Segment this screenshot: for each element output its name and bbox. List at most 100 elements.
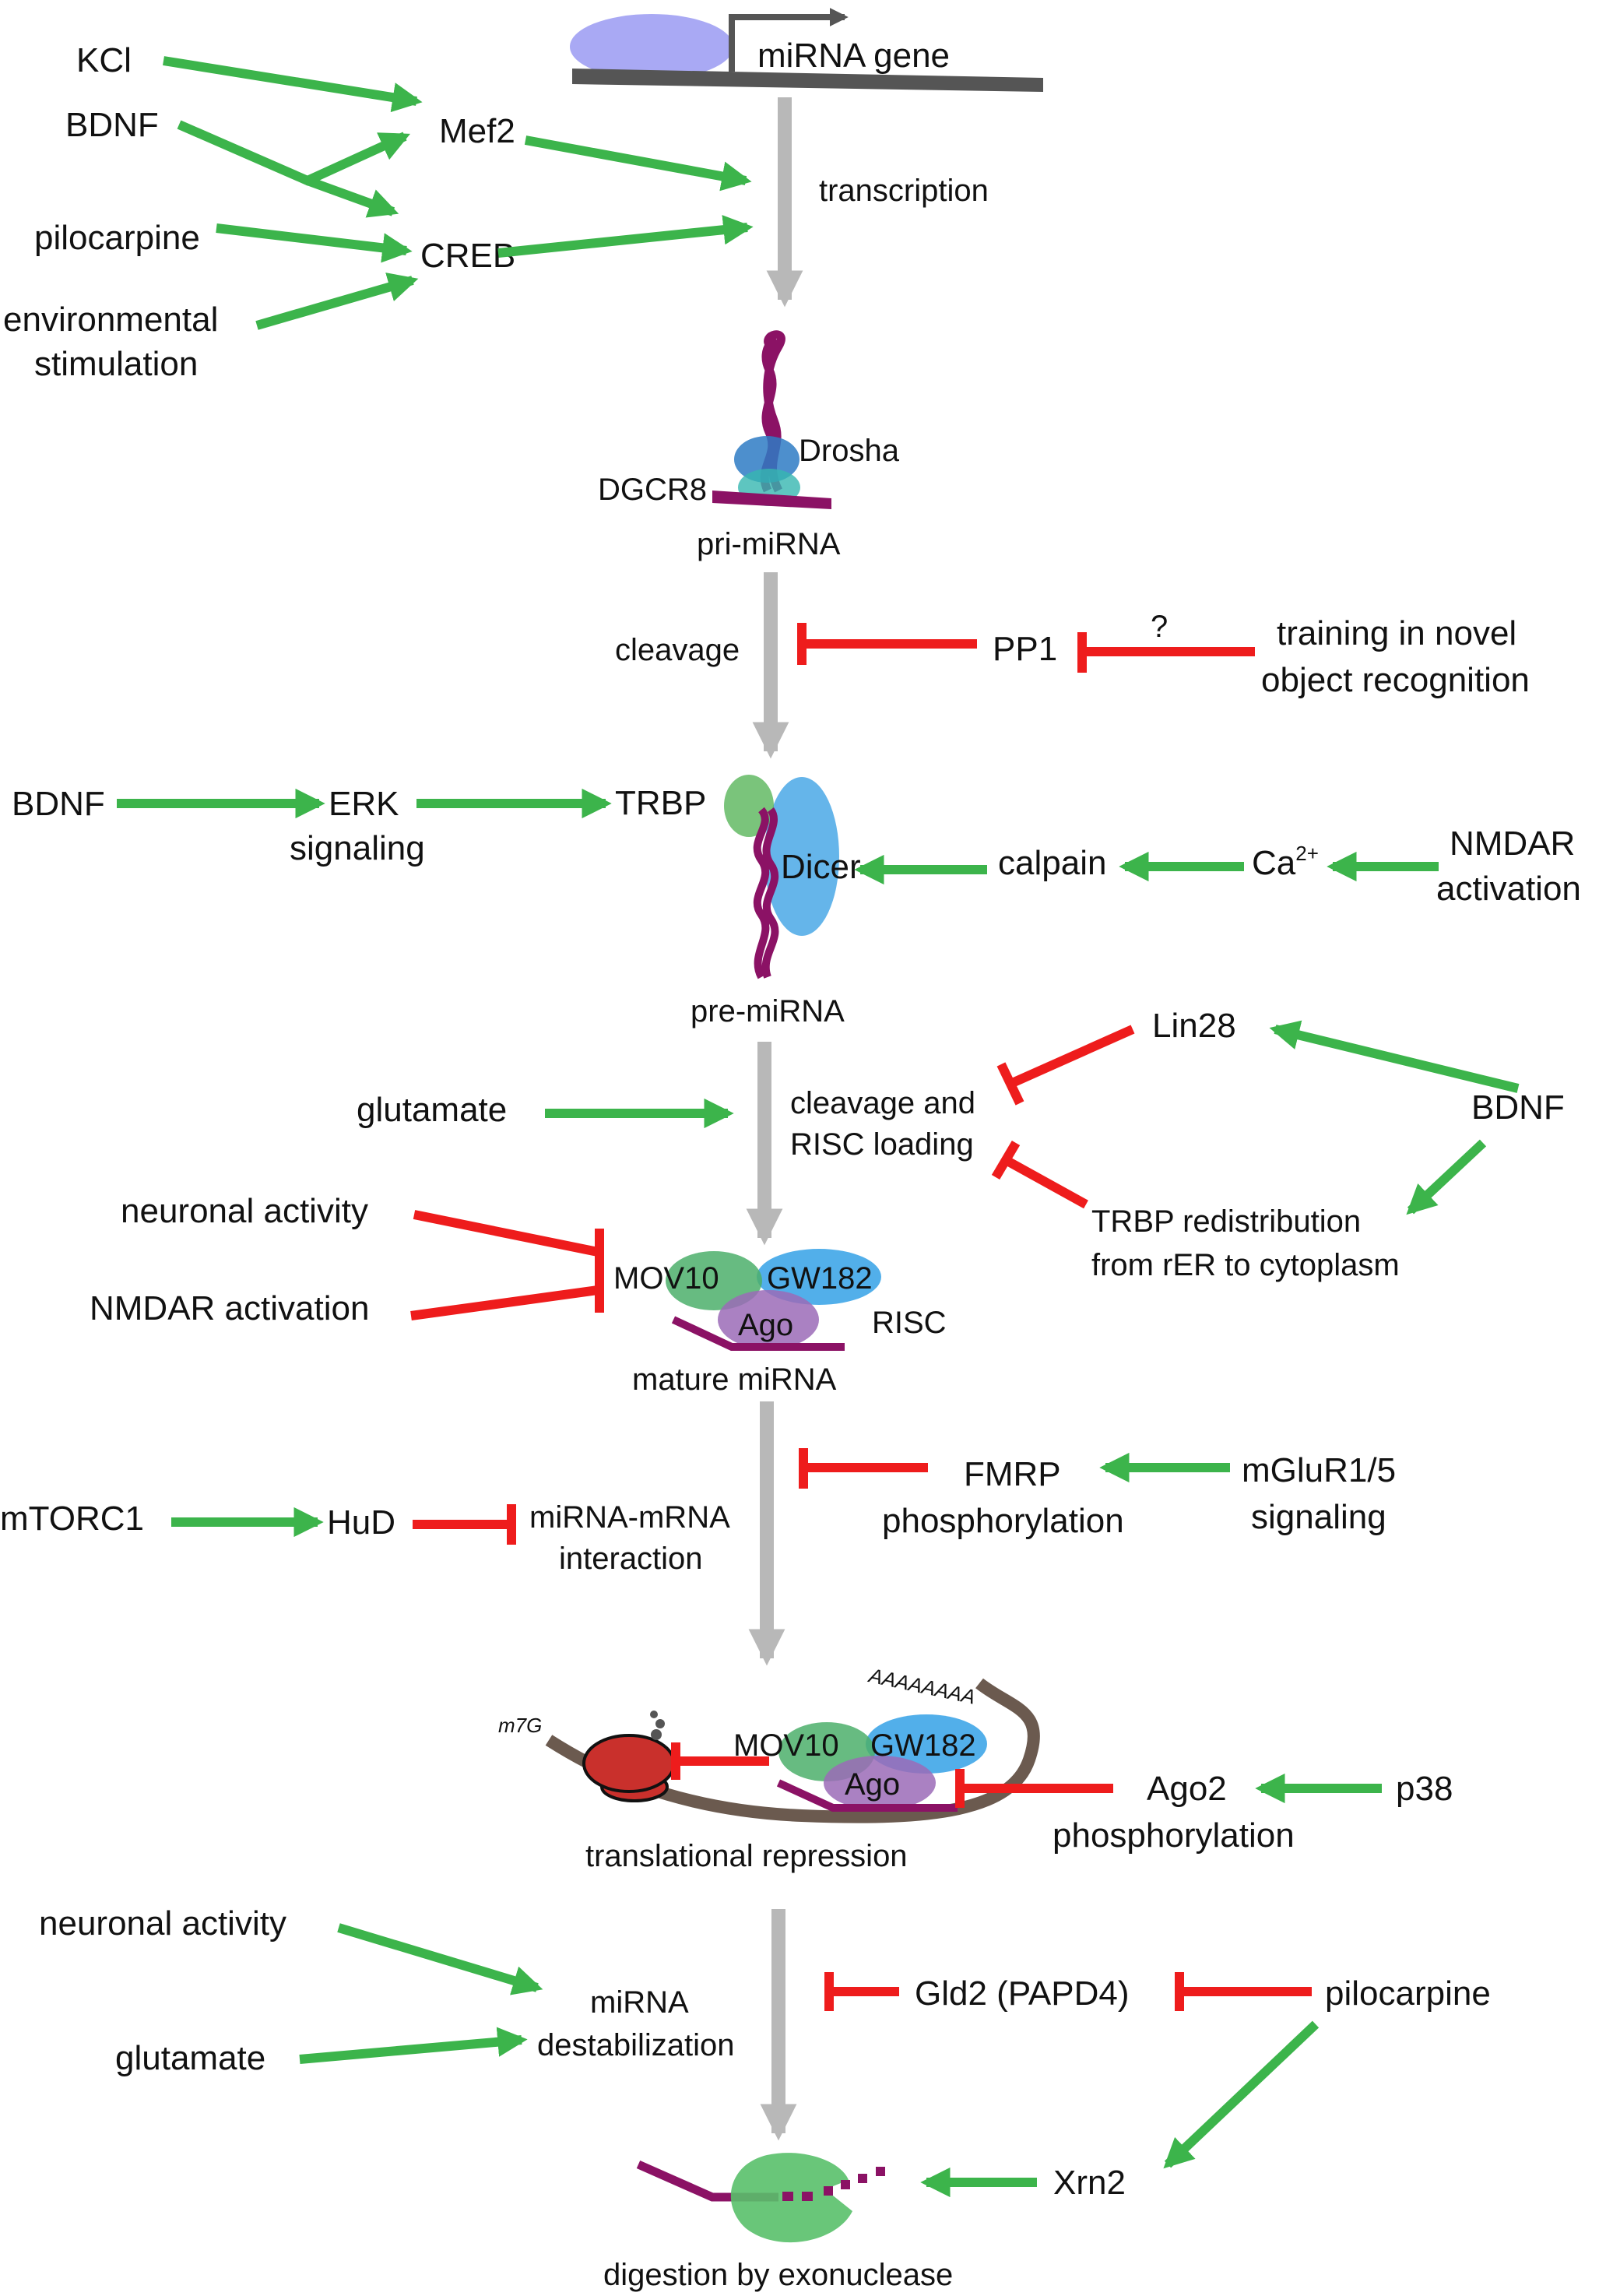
nmdar-label-2: activation bbox=[1436, 870, 1581, 908]
gw182-shape bbox=[757, 1249, 881, 1305]
trbp-redistribution-inhibits-loading-bar bbox=[991, 1140, 1021, 1180]
repression-gw182-label: GW182 bbox=[870, 1728, 976, 1763]
gene-bar bbox=[572, 69, 1043, 92]
pilocarpine-bot-label: pilocarpine bbox=[1325, 1974, 1491, 2013]
risc-loading-label-2: RISC loading bbox=[790, 1127, 974, 1162]
mglur-label: mGluR1/5 bbox=[1242, 1451, 1396, 1489]
bdnf-to-lin28-arrow bbox=[1269, 1020, 1520, 1093]
translational-repression: m7G AAAAAAAA MOV10 GW182 Ago translation… bbox=[498, 1663, 1040, 1873]
risc-activity-regulators: neuronal activity NMDAR activation bbox=[90, 1192, 604, 1327]
mef2-label: Mef2 bbox=[439, 112, 515, 150]
nmdar-label-1: NMDAR bbox=[1450, 825, 1575, 863]
transcription-label: transcription bbox=[819, 174, 989, 208]
pre-mirna-label: pre-miRNA bbox=[691, 994, 845, 1028]
fmrp-label: FMRP bbox=[964, 1455, 1061, 1493]
novel-object-label-2: object recognition bbox=[1261, 661, 1530, 699]
pilocarpine-label-top: pilocarpine bbox=[34, 219, 200, 257]
ca-label: Ca2+ bbox=[1252, 842, 1319, 882]
trbp-redistribution-label-2: from rER to cytoplasm bbox=[1091, 1248, 1400, 1282]
bdnf-to-trbp-redistribution-arrow bbox=[1406, 1139, 1487, 1215]
calpain-label: calpain bbox=[998, 844, 1106, 882]
question-mark: ? bbox=[1151, 610, 1168, 644]
dicer-shape bbox=[764, 777, 839, 936]
pilocarpine-to-creb-arrow bbox=[216, 223, 413, 263]
mirna-gene: miRNA gene bbox=[570, 8, 1043, 92]
risc-loading-label-1: cleavage and bbox=[790, 1086, 975, 1120]
bdnf-to-creb-arrow bbox=[305, 176, 399, 218]
ago2-phosphorylation-label: phosphorylation bbox=[1053, 1816, 1295, 1855]
mglur-signaling-label: signaling bbox=[1251, 1498, 1386, 1536]
signaling-label: signaling bbox=[290, 829, 425, 867]
glutamate-bot-label: glutamate bbox=[115, 2039, 265, 2077]
bdnf-lin28-label: BDNF bbox=[1471, 1088, 1565, 1127]
pri-mirna-hairpin bbox=[760, 330, 785, 493]
destabilization-label-2: destabilization bbox=[537, 2028, 735, 2062]
bdnf-erk-label: BDNF bbox=[12, 785, 105, 823]
translational-repression-label: translational repression bbox=[585, 1839, 908, 1873]
trbp-label: TRBP bbox=[615, 784, 706, 822]
nmdar-activation-mid-label: NMDAR activation bbox=[90, 1289, 369, 1327]
mature-mirna-label: mature miRNA bbox=[632, 1362, 837, 1397]
m7g-cap-label: m7G bbox=[498, 1714, 542, 1737]
hud-label: HuD bbox=[327, 1503, 395, 1542]
ribosome-large-subunit bbox=[582, 1734, 676, 1793]
erk-label: ERK bbox=[329, 785, 399, 823]
lin28-label: Lin28 bbox=[1152, 1007, 1236, 1045]
trbp-redistribution-inhibits-loading bbox=[1003, 1155, 1088, 1209]
nucleotide-fragments bbox=[782, 2167, 885, 2201]
gene-label: miRNA gene bbox=[757, 37, 950, 75]
bdnf-label-top: BDNF bbox=[65, 106, 159, 144]
destabilization-regulators: neuronal activity glutamate miRNA destab… bbox=[39, 1904, 1491, 2202]
creb-to-transcription-arrow bbox=[497, 215, 754, 258]
exonuclease-digestion: digestion by exonuclease bbox=[603, 2153, 953, 2292]
neuronal-activity-bot-label: neuronal activity bbox=[39, 1904, 286, 1943]
ca-superscript: 2+ bbox=[1295, 842, 1319, 865]
interaction-label-2: interaction bbox=[559, 1542, 703, 1576]
targeting-regulators: mTORC1 HuD miRNA-mRNA interaction FMRP p… bbox=[0, 1448, 1396, 1576]
risc-loading-regulators: cleavage and RISC loading glutamate Lin2… bbox=[357, 1007, 1565, 1282]
p38-label: p38 bbox=[1396, 1770, 1453, 1808]
dgcr8-label: DGCR8 bbox=[598, 473, 707, 507]
cleavage-label: cleavage bbox=[615, 633, 740, 667]
xrn2-label: Xrn2 bbox=[1053, 2164, 1126, 2202]
nascent-peptide-icon bbox=[650, 1711, 665, 1740]
repression-ago-label: Ago bbox=[845, 1767, 900, 1802]
ago-label: Ago bbox=[738, 1308, 793, 1342]
ago-shape bbox=[718, 1290, 819, 1349]
kcl-to-mef2-arrow bbox=[163, 56, 423, 113]
mov10-label: MOV10 bbox=[613, 1261, 719, 1296]
ago2-label: Ago2 bbox=[1147, 1770, 1227, 1808]
lin28-inhibits-loading-bar bbox=[996, 1062, 1024, 1106]
pre-mirna-complex: TRBP Dicer pre-miRNA bbox=[615, 775, 861, 1028]
drosha-cleavage-regulators: cleavage PP1 ? training in novel object … bbox=[615, 610, 1530, 699]
ca-text: Ca bbox=[1252, 844, 1296, 882]
destabilization-label-1: miRNA bbox=[590, 1985, 689, 2020]
novel-object-label-1: training in novel bbox=[1277, 614, 1516, 652]
transcription-regulators: KCl BDNF pilocarpine environmental stimu… bbox=[3, 41, 989, 383]
environmental-label: environmental bbox=[3, 301, 218, 339]
polya-tail-label: AAAAAAAA bbox=[866, 1663, 978, 1709]
neuronal-activity-inhibits-risc bbox=[413, 1210, 599, 1257]
repression-ago-shape bbox=[824, 1756, 936, 1810]
pilocarpine-to-xrn2-arrow bbox=[1163, 2020, 1320, 2169]
gw182-label: GW182 bbox=[767, 1261, 873, 1296]
pri-mirna-label: pri-miRNA bbox=[697, 527, 841, 561]
pri-mirna-complex: Drosha DGCR8 pri-miRNA bbox=[598, 330, 900, 561]
mature-mirna-strand bbox=[671, 1316, 845, 1351]
glutamate-to-destabilization-arrow bbox=[299, 2027, 528, 2064]
mtorc1-label: mTORC1 bbox=[0, 1500, 144, 1538]
bdnf-to-mef2-arrow bbox=[177, 120, 410, 186]
gld2-label: Gld2 (PAPD4) bbox=[915, 1974, 1130, 2013]
main-pathway bbox=[746, 97, 803, 2141]
dicer-label: Dicer bbox=[781, 848, 861, 886]
risc-label: RISC bbox=[872, 1306, 947, 1340]
glutamate-mid-label: glutamate bbox=[357, 1091, 507, 1129]
kcl-label: KCl bbox=[76, 41, 132, 79]
trbp-redistribution-label-1: TRBP redistribution bbox=[1091, 1204, 1361, 1239]
lin28-inhibits-loading bbox=[1008, 1025, 1135, 1088]
transcription-start-arrow bbox=[729, 8, 849, 72]
risc-complex: MOV10 GW182 Ago RISC mature miRNA bbox=[613, 1249, 947, 1397]
digestion-label: digestion by exonuclease bbox=[603, 2258, 953, 2292]
interaction-label-1: miRNA-mRNA bbox=[529, 1500, 730, 1535]
